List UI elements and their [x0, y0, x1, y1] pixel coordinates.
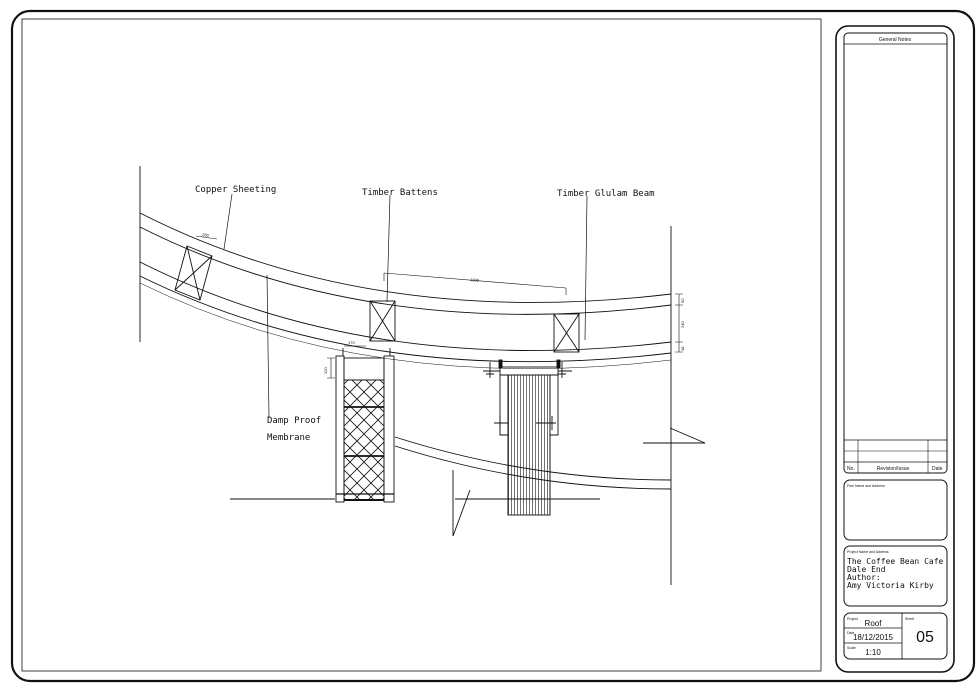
dim-120: 120 — [323, 367, 328, 374]
dim-50: 50 — [680, 298, 685, 303]
batten-left — [174, 245, 213, 301]
roof-detail — [139, 166, 706, 585]
wall-column-left — [335, 345, 395, 503]
outer-border — [10, 9, 976, 683]
project-value: Roof — [865, 619, 883, 628]
sheet-value: 05 — [916, 629, 934, 646]
date-label: Date — [847, 631, 854, 635]
dim-170: 170 — [348, 340, 355, 345]
label-timber-glulam-beam: Timber Glulam Beam — [557, 189, 655, 199]
project-label: Project — [847, 617, 858, 621]
revision-date-header: Date — [932, 466, 943, 472]
dim-250: 250 — [202, 232, 210, 238]
project-line-1: The Coffee Bean Cafe — [847, 557, 944, 566]
revision-no-header: No. — [847, 466, 855, 472]
scale-value: 1:10 — [865, 648, 881, 657]
scale-label: Scale — [847, 646, 856, 650]
project-line-3: Author: — [847, 573, 881, 582]
general-notes-heading: General Notes — [879, 37, 912, 43]
revision-issue-header: Revision/Issue — [877, 466, 910, 472]
label-copper-sheeting: Copper Sheeting — [195, 185, 276, 195]
batten-centre — [369, 300, 396, 342]
batten-right — [553, 313, 580, 353]
label-membrane: Membrane — [267, 433, 310, 443]
label-damp-proof: Damp Proof — [267, 416, 321, 426]
drawing-frame — [21, 18, 822, 672]
sheet-label: Sheet — [905, 617, 914, 621]
project-name-label: Project Name and Address — [847, 550, 889, 554]
dim-1000: 1000 — [470, 277, 480, 283]
firm-name-label: Firm Name and Address — [847, 484, 885, 488]
project-line-4: Amy Victoria Kirby — [847, 581, 934, 590]
project-line-2: Dale End — [847, 565, 886, 574]
title-block — [835, 25, 955, 673]
date-value: 18/12/2015 — [853, 633, 894, 642]
dim-240: 240 — [680, 321, 685, 328]
label-timber-battens: Timber Battens — [362, 188, 438, 198]
dim-18: 18 — [680, 346, 685, 351]
post-column-right — [483, 359, 572, 516]
